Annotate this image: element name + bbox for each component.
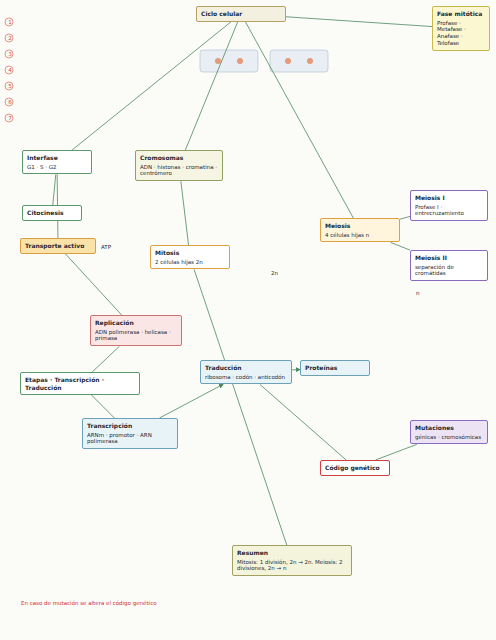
note-box: ReplicaciónADN polimerasa · helicasa · p… (90, 315, 182, 346)
node-heading: Replicación (95, 319, 177, 327)
note-label: 3 (3, 51, 17, 58)
node-heading: Meiosis I (415, 194, 483, 202)
node-heading: Mitosis (155, 249, 225, 257)
node-heading: Traducción (205, 364, 287, 372)
connector (53, 174, 56, 205)
node-heading: Cromosomas (140, 154, 218, 162)
connector (185, 22, 237, 151)
note-box: Meiosis II separación de cromátidas (410, 250, 488, 281)
connector (292, 369, 300, 370)
node-heading: Resumen (237, 549, 347, 557)
note-label: 2n (270, 270, 279, 277)
node-heading: Mutaciones (415, 424, 483, 432)
note-box: Meiosis 4 células hijas n (320, 218, 400, 242)
note-label: 2 (3, 35, 17, 42)
note-label: n (415, 290, 421, 297)
note-box: Código genético (320, 460, 390, 476)
node-body: ADN polimerasa · helicasa · primasa (95, 329, 177, 343)
note-box: Interfase G1 · S · G2 (22, 150, 92, 174)
node-body: ARNm · promotor · ARN polimerasa (87, 432, 173, 446)
note-box: Meiosis I Profase I · entrecruzamiento (410, 190, 488, 221)
note-box: Mutaciones génicas · cromosómicas (410, 420, 488, 444)
node-body: G1 · S · G2 (27, 164, 87, 171)
note-label: 1 (3, 19, 17, 26)
connector (245, 22, 353, 219)
node-heading: Meiosis (325, 222, 395, 230)
node-body: 4 células hijas n (325, 232, 395, 239)
node-heading: Citocinesis (27, 209, 77, 217)
node-heading: Interfase (27, 154, 87, 162)
note-box: Fase mitóticaProfase · Metafase · Anafas… (432, 6, 490, 51)
connector (286, 17, 432, 27)
node-body: ADN · histonas · cromatina · centrómero (140, 164, 218, 178)
node-body: separación de cromátidas (415, 264, 483, 278)
node-body: génicas · cromosómicas (415, 434, 483, 441)
note-box: Etapas · Transcripción · Traducción (20, 372, 140, 395)
note-box: TranscripciónARNm · promotor · ARN polim… (82, 418, 178, 449)
node-body: 2 células hijas 2n (155, 259, 225, 266)
note-label: 5 (3, 83, 17, 90)
connector (72, 22, 231, 151)
connector (91, 395, 114, 418)
node-heading: Ciclo celular (201, 10, 281, 18)
connector (194, 269, 287, 545)
connector (65, 254, 122, 316)
connector (260, 384, 346, 460)
note-box: ResumenMitosis: 1 división, 2n → 2n. Mei… (232, 545, 352, 576)
note-box: Mitosis 2 células hijas 2n (150, 245, 230, 269)
note-label: ATP (100, 244, 112, 251)
note-box: Traducción ribosoma · codón · anticodón (200, 360, 292, 384)
node-heading: Transporte activo (25, 242, 91, 250)
note-box: CromosomasADN · histonas · cromatina · c… (135, 150, 223, 181)
node-heading: Etapas · Transcripción · Traducción (25, 376, 135, 391)
note-box: Citocinesis (22, 205, 82, 221)
note-box: Ciclo celular (196, 6, 286, 22)
node-heading: Proteínas (305, 364, 365, 372)
note-box: Transporte activo (20, 238, 96, 254)
connector (181, 181, 189, 245)
note-label: En caso de mutación se altera el código … (20, 600, 172, 607)
node-body: Profase I · entrecruzamiento (415, 204, 483, 218)
connector (92, 346, 119, 372)
note-box: Proteínas (300, 360, 370, 376)
node-body: Mitosis: 1 división, 2n → 2n. Meiosis: 2… (237, 559, 347, 573)
node-heading: Fase mitótica (437, 10, 485, 18)
node-heading: Meiosis II (415, 254, 483, 262)
connector (160, 384, 223, 418)
node-body: Profase · Metafase · Anafase · Telofase (437, 20, 485, 48)
note-label: 6 (3, 99, 17, 106)
node-heading: Transcripción (87, 422, 173, 430)
connector (391, 242, 410, 250)
connector (400, 216, 410, 219)
node-body: ribosoma · codón · anticodón (205, 374, 287, 381)
note-label: 7 (3, 115, 17, 122)
note-label: 4 (3, 67, 17, 74)
node-heading: Código genético (325, 464, 385, 472)
connector (375, 444, 416, 460)
